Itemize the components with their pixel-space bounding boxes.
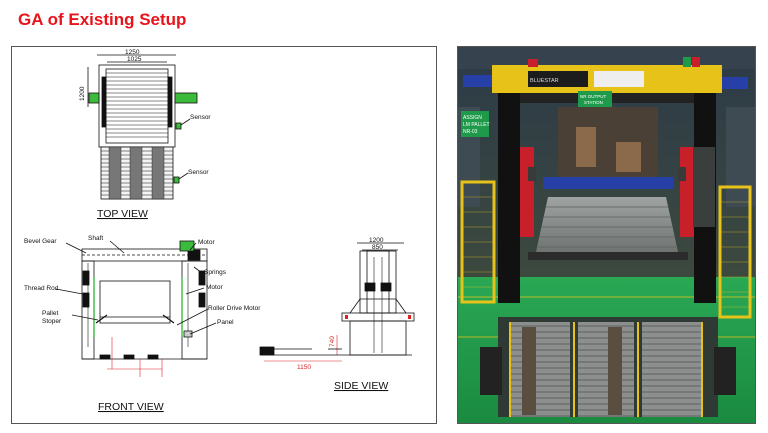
dim-top-inner-width: 1025 — [127, 56, 142, 63]
sign-left-line3: NR-03 — [463, 129, 478, 135]
control-panel — [693, 147, 715, 227]
sign-left-line1: ASSIGN — [463, 115, 482, 121]
front-roller-bed — [480, 317, 736, 417]
label-pallet-stoper-line1: Pallet — [42, 310, 58, 317]
sign-left-panel — [461, 111, 489, 137]
dim-top-height: 1200 — [79, 86, 86, 101]
roller-conveyor — [536, 197, 678, 252]
front-view-label: FRONT VIEW — [98, 401, 164, 413]
sign-brand: BLUESTAR — [530, 78, 559, 84]
top-view-label: TOP VIEW — [97, 208, 148, 220]
sign-center-line2: STATION — [584, 100, 603, 105]
side-view-drawing — [259, 242, 415, 362]
dim-side-base: 1150 — [297, 364, 311, 371]
safety-guards — [460, 180, 752, 319]
setup-photo: BLUESTAR NR OUTPUT STATION ASSIGN LM PAL… — [457, 46, 756, 424]
label-bevel-gear: Bevel Gear — [24, 238, 57, 245]
dim-side-width-1: 1200 — [369, 237, 384, 244]
dim-top-overall-width: 1250 — [125, 49, 140, 56]
label-shaft: Shaft — [88, 235, 103, 242]
ga-drawing: 1250 1025 1200 Sensor Sensor Bevel Gear … — [24, 49, 415, 413]
label-motor-2: Motor — [206, 284, 223, 291]
label-sensor-2: Sensor — [188, 169, 209, 176]
label-thread-rod: Thread Rod — [24, 285, 59, 292]
top-view-drawing — [87, 54, 198, 200]
gantry-frame — [492, 57, 722, 303]
page-title: GA of Existing Setup — [18, 10, 187, 29]
dim-side-width-2: 850 — [372, 244, 383, 251]
label-pallet-stoper-line2: Stoper — [42, 318, 62, 325]
ga-drawing-panel: 1250 1025 1200 Sensor Sensor Bevel Gear … — [11, 46, 437, 424]
sign-left-line2: LM PALLET — [463, 122, 490, 128]
label-motor-1: Motor — [198, 239, 215, 246]
red-lift-arms — [520, 147, 694, 237]
label-sensor-1: Sensor — [190, 114, 211, 121]
side-view-label: SIDE VIEW — [334, 380, 388, 392]
dim-side-height: 740 — [329, 336, 336, 347]
label-roller-drive-motor: Roller Drive Motor — [208, 305, 261, 312]
label-springs: Springs — [204, 269, 227, 276]
setup-photo-illustration: BLUESTAR NR OUTPUT STATION ASSIGN LM PAL… — [458, 47, 755, 423]
sign-center-line1: NR OUTPUT — [580, 94, 606, 99]
label-panel: Panel — [217, 319, 234, 326]
front-view-drawing — [55, 240, 217, 377]
